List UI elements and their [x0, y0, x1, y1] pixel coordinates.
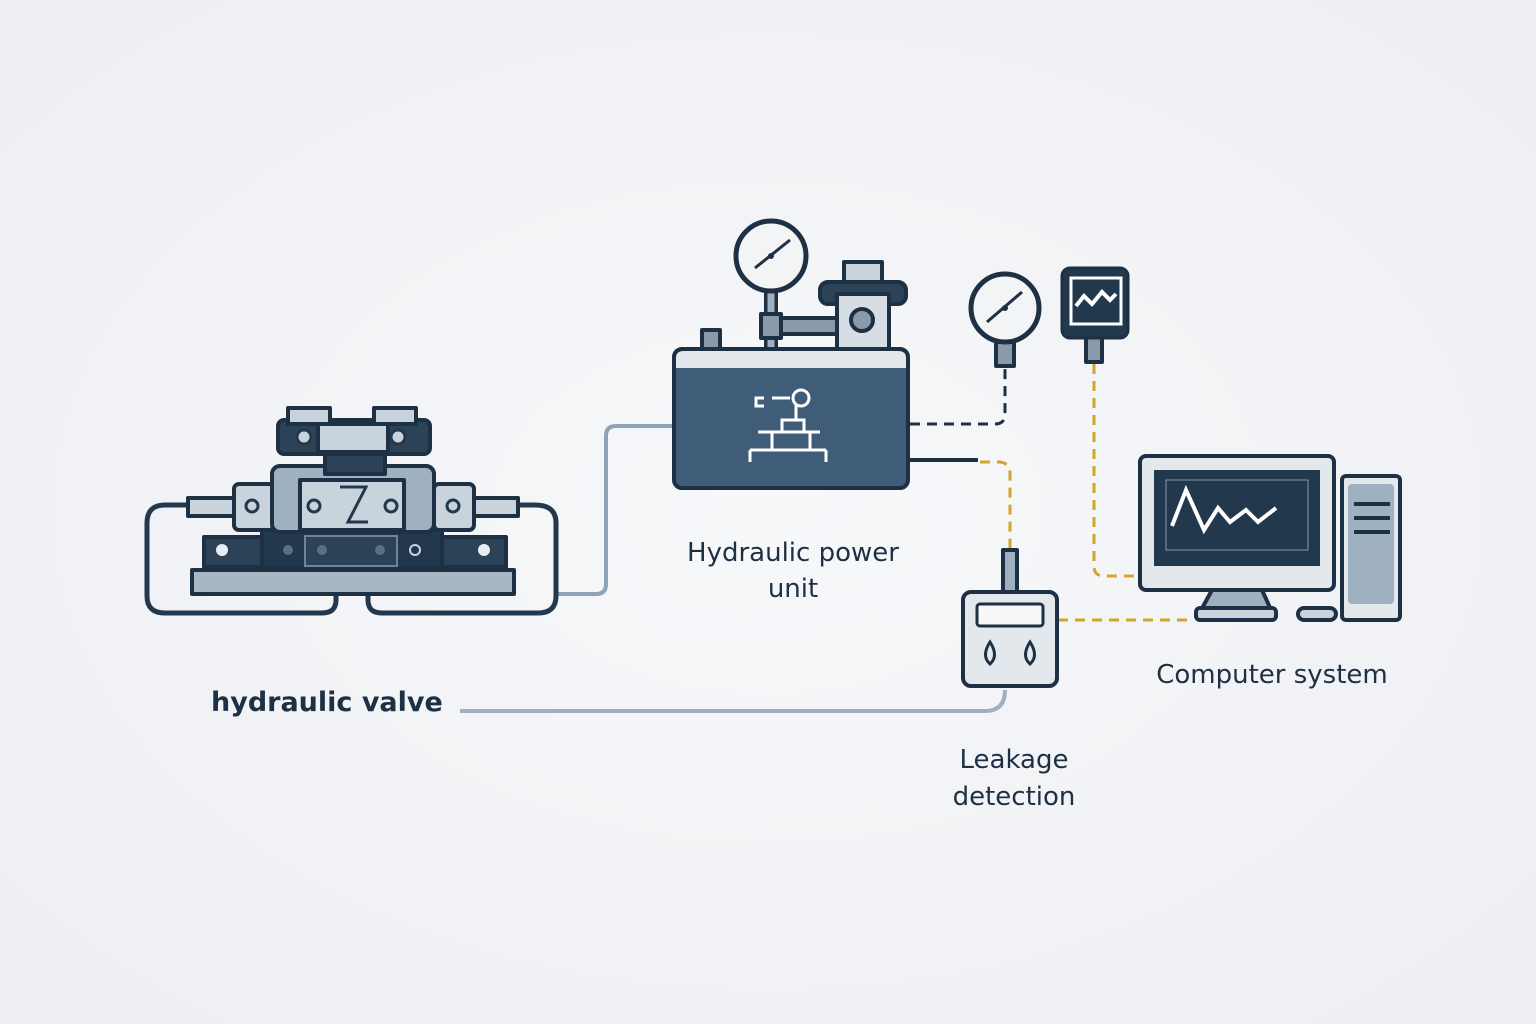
sensor-to-computer-signal [1092, 364, 1138, 578]
leakage-detector-icon[interactable] [961, 548, 1059, 688]
power-unit-to-gauge-dashed [910, 368, 1007, 426]
label-power-unit-line2: unit [768, 574, 818, 604]
label-leakage-line2: detection [953, 782, 1076, 812]
hydraulic-power-unit-icon[interactable] [672, 218, 910, 490]
pressure-gauge-icon[interactable] [968, 271, 1042, 368]
label-leakage-line1: Leakage [960, 745, 1069, 775]
sensor-display-icon[interactable] [1060, 266, 1130, 364]
power-unit-to-leak-sensor-signal [980, 460, 1012, 550]
hydraulic-symbol-icon [748, 388, 828, 462]
label-computer-system: Computer system [1156, 660, 1388, 690]
label-hydraulic-valve: hydraulic valve [211, 687, 443, 718]
label-power-unit-line1: Hydraulic power [687, 538, 899, 568]
valve-label-leader-line [460, 689, 1007, 713]
connections [460, 364, 1192, 713]
computer-system-icon[interactable] [1138, 454, 1402, 622]
hydraulic-valve-icon[interactable] [144, 406, 559, 616]
valve-to-power-unit-hose [558, 424, 674, 596]
